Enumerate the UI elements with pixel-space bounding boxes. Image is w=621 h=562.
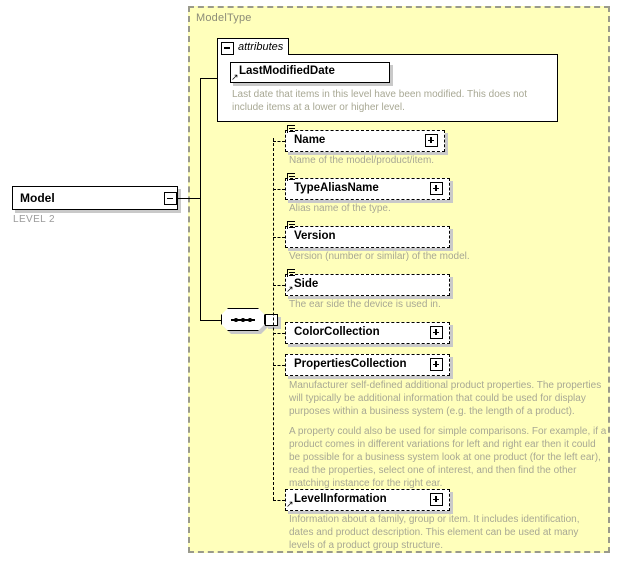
element-box[interactable]	[285, 274, 450, 296]
element-label: Version	[294, 230, 336, 242]
element-label: Name	[294, 134, 326, 146]
element-documentation: Version (number or similar) of the model…	[289, 251, 470, 262]
root-element-box[interactable]	[12, 186, 178, 210]
element-label: TypeAliasName	[294, 182, 379, 194]
element-documentation: Manufacturer self-defined additional pro…	[289, 380, 602, 417]
connector-line	[177, 197, 201, 199]
element-box[interactable]	[285, 322, 450, 344]
child-connector-stub	[273, 500, 285, 501]
plus-box-icon[interactable]	[430, 326, 443, 339]
element-box[interactable]	[285, 130, 445, 152]
minus-box-icon[interactable]	[164, 192, 177, 205]
plus-box-icon[interactable]	[430, 182, 443, 195]
root-element-sublabel: LEVEL 2	[13, 214, 55, 225]
element-documentation: Information about a family, group or ite…	[289, 514, 580, 551]
element-documentation: The ear side the device is used in.	[289, 299, 441, 310]
element-documentation-secondary: A property could also be used for simple…	[289, 426, 607, 489]
plus-box-icon[interactable]	[425, 134, 438, 147]
connector-line	[200, 320, 221, 322]
child-connector-spine	[273, 138, 274, 500]
sequence-node-icon[interactable]	[221, 305, 281, 335]
element-label: LevelInformation	[294, 493, 387, 505]
sequence-list-icon	[287, 221, 295, 229]
attribute-arrow-icon: ↗	[231, 72, 239, 82]
minus-box-icon[interactable]	[221, 41, 234, 55]
plus-box-icon[interactable]	[430, 493, 443, 506]
element-arrow-icon: ↗	[286, 499, 294, 509]
element-label: Side	[294, 278, 319, 290]
child-connector-stub	[273, 365, 285, 366]
element-documentation: Name of the model/product/item.	[289, 155, 435, 166]
sequence-list-icon	[287, 125, 295, 133]
child-connector-stub	[273, 189, 285, 190]
sequence-list-icon	[287, 173, 295, 181]
attribute-documentation: Last date that items in this level have …	[232, 89, 527, 113]
element-box[interactable]	[285, 354, 450, 376]
element-label: ColorCollection	[294, 326, 380, 338]
element-label: PropertiesCollection	[294, 358, 407, 370]
sequence-list-icon	[287, 269, 295, 277]
element-documentation: Alias name of the type.	[289, 203, 391, 214]
element-box[interactable]	[285, 226, 450, 248]
element-box[interactable]	[285, 489, 450, 511]
connector-line	[200, 78, 218, 80]
root-element-label: Model	[20, 191, 55, 205]
attributes-tab[interactable]	[217, 38, 289, 55]
attributes-tab-label: attributes	[238, 41, 284, 53]
element-arrow-icon: ↗	[286, 284, 294, 294]
child-connector-stub	[273, 285, 285, 286]
attribute-label: LastModifiedDate	[239, 65, 335, 77]
element-box[interactable]	[285, 178, 450, 200]
plus-box-icon[interactable]	[430, 358, 443, 371]
complex-type-label: ModelType	[196, 12, 252, 24]
child-connector-stub	[273, 141, 285, 142]
attribute-box[interactable]	[230, 62, 390, 83]
connector-line	[200, 78, 202, 321]
child-connector-stub	[273, 237, 285, 238]
child-connector-stub	[273, 333, 285, 334]
